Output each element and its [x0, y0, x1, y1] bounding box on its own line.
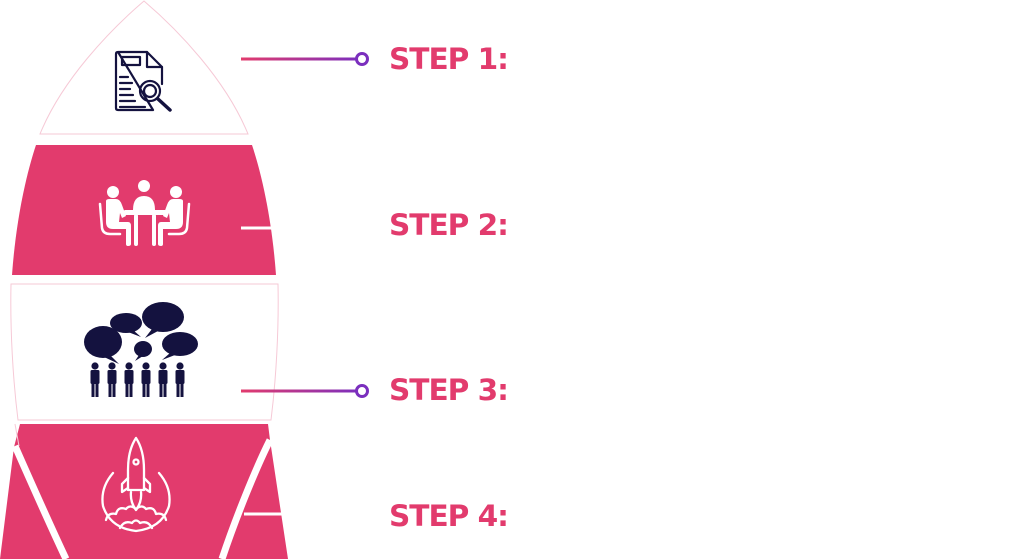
meeting-table-icon — [98, 180, 191, 246]
step-1-label: STEP 1: — [389, 42, 509, 76]
rocket-infographic — [0, 0, 290, 559]
step-2-label: STEP 2: — [389, 208, 509, 242]
crowd-people — [90, 362, 185, 397]
crowd-discussion-icon — [84, 302, 198, 397]
left-fin-outline — [14, 423, 20, 447]
rocket-nose-cone — [39, 0, 249, 135]
connector-node-step-3 — [355, 384, 369, 398]
right-fin-stripe — [218, 438, 274, 559]
connector-node-step-1 — [355, 52, 369, 66]
rocket-launch-icon — [101, 436, 171, 533]
step-3-label: STEP 3: — [389, 373, 509, 407]
rocket-band-3 — [0, 424, 288, 559]
document-search-icon — [114, 50, 172, 112]
step-4-label: STEP 4: — [389, 499, 509, 533]
left-fin-stripe — [11, 444, 70, 559]
